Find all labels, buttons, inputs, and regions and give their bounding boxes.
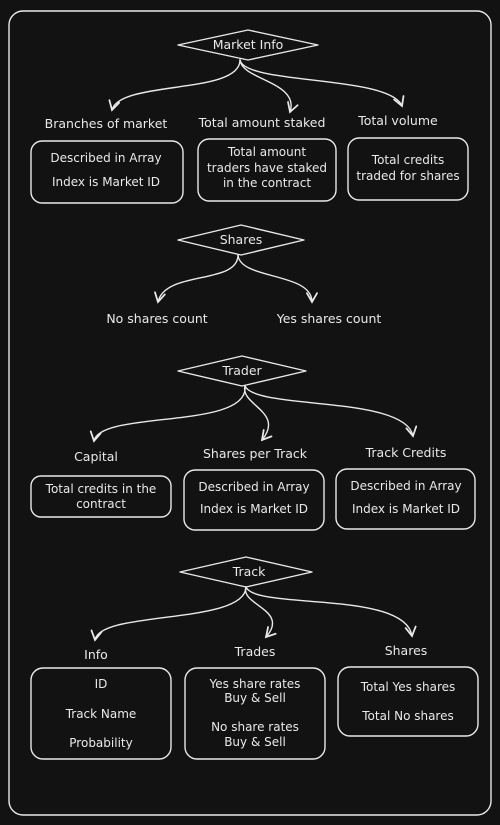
total-amount-staked-label: Total amount staked bbox=[198, 115, 326, 130]
trader-diamond bbox=[177, 355, 307, 387]
branches-box-line-2: Index is Market ID bbox=[52, 175, 160, 189]
capital-box bbox=[30, 475, 172, 518]
total-volume-label: Total volume bbox=[357, 113, 438, 128]
trades-box-line-3: No share rates bbox=[211, 720, 299, 734]
arrow-shares-no bbox=[154, 254, 239, 304]
info-box-probability: Probability bbox=[69, 736, 132, 750]
arrow-market-staked bbox=[239, 59, 299, 114]
staked-box-line-1: Total amount bbox=[227, 145, 306, 159]
shares-diamond bbox=[177, 224, 305, 256]
trades-label: Trades bbox=[234, 644, 276, 659]
info-box-id: ID bbox=[95, 677, 108, 691]
capital-label: Capital bbox=[74, 449, 118, 464]
arrow-trader-credits bbox=[244, 385, 418, 438]
trades-box bbox=[184, 667, 326, 760]
trades-box-line-4: Buy & Sell bbox=[224, 735, 286, 749]
spt-box-line-2: Index is Market ID bbox=[200, 502, 308, 516]
info-box-track-name: Track Name bbox=[65, 707, 137, 721]
capital-box-line-2: contract bbox=[76, 497, 126, 511]
arrow-shares-yes bbox=[237, 254, 318, 304]
shares-title: Shares bbox=[220, 232, 263, 247]
info-label: Info bbox=[84, 647, 108, 662]
staked-box-line-2: traders have staked bbox=[207, 161, 327, 175]
capital-box-line-1: Total credits in the bbox=[45, 482, 157, 496]
shares-box-yes: Total Yes shares bbox=[360, 680, 456, 694]
no-shares-count-label: No shares count bbox=[106, 311, 207, 326]
volume-box-line-1: Total credits bbox=[371, 153, 444, 167]
branches-box bbox=[30, 140, 184, 204]
arrow-market-volume bbox=[239, 59, 405, 108]
track-diamond bbox=[179, 556, 313, 588]
staked-box bbox=[197, 138, 337, 202]
shares-box bbox=[337, 666, 479, 737]
branches-box-line-1: Described in Array bbox=[50, 151, 161, 165]
staked-box-line-3: in the contract bbox=[223, 176, 311, 190]
volume-box bbox=[347, 137, 469, 201]
shares-label: Shares bbox=[385, 643, 428, 658]
shares-box-no: Total No shares bbox=[361, 709, 454, 723]
info-box bbox=[30, 667, 172, 760]
yes-shares-count-label: Yes shares count bbox=[276, 311, 382, 326]
branches-of-market-label: Branches of market bbox=[45, 116, 168, 131]
track-credits-box bbox=[335, 468, 476, 530]
shares-per-track-label: Shares per Track bbox=[203, 446, 308, 461]
arrow-market-branches bbox=[108, 59, 241, 112]
track-title: Track bbox=[232, 564, 266, 579]
arrow-track-trades bbox=[244, 586, 277, 639]
track-credits-label: Track Credits bbox=[365, 445, 447, 460]
shares-per-track-box bbox=[183, 469, 325, 531]
market-info-title: Market Info bbox=[213, 37, 284, 52]
credits-box-line-2: Index is Market ID bbox=[352, 502, 460, 516]
trader-title: Trader bbox=[221, 363, 262, 378]
arrow-trader-spt bbox=[244, 385, 273, 442]
spt-box-line-1: Described in Array bbox=[198, 480, 309, 494]
arrow-trader-capital bbox=[89, 385, 246, 443]
trades-box-line-1: Yes share rates bbox=[209, 677, 301, 691]
arrow-track-info bbox=[90, 586, 247, 642]
market-info-diamond bbox=[177, 29, 319, 61]
volume-box-line-2: traded for shares bbox=[356, 169, 459, 183]
arrow-track-shares bbox=[245, 586, 417, 638]
trades-box-line-2: Buy & Sell bbox=[224, 691, 286, 705]
credits-box-line-1: Described in Array bbox=[350, 479, 461, 493]
outer-frame bbox=[8, 10, 492, 816]
